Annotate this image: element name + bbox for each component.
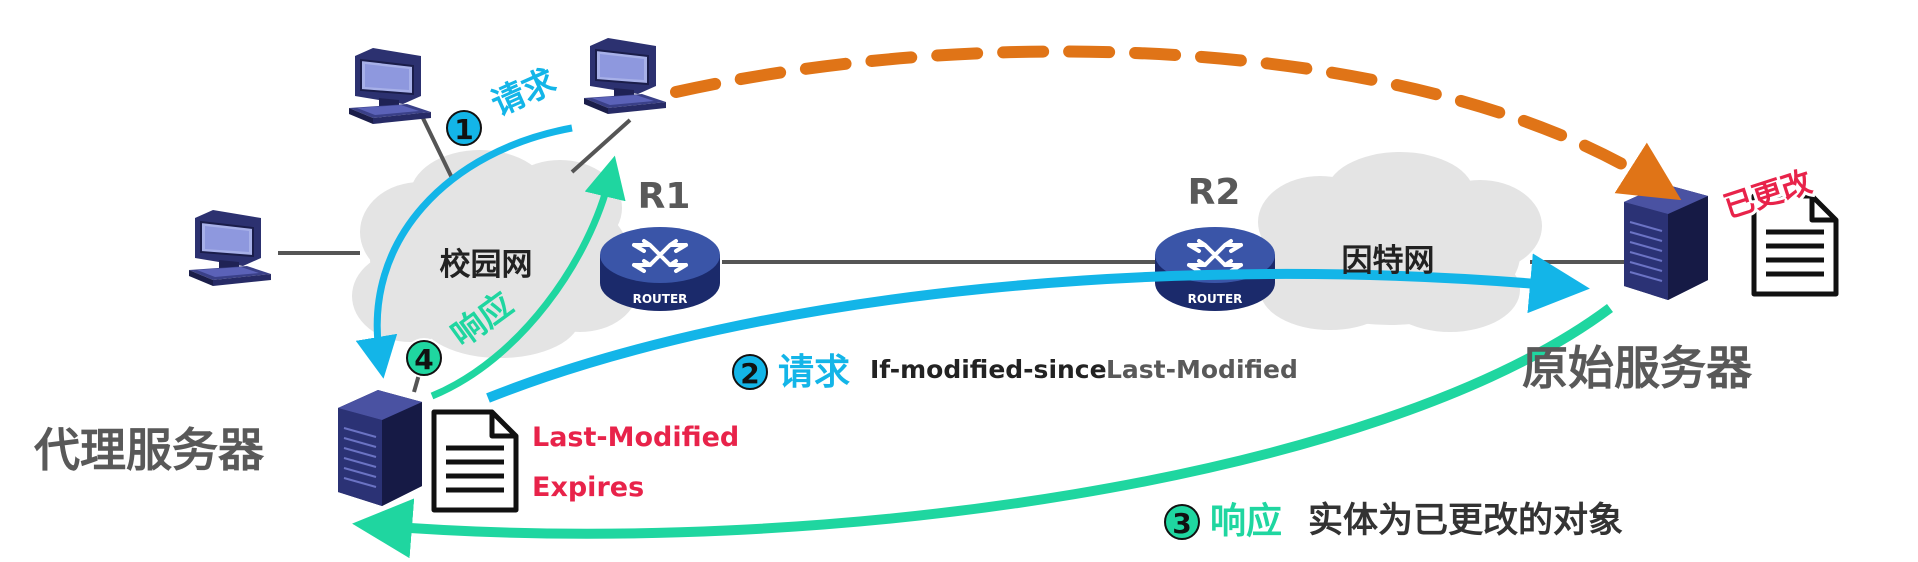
proxy-server-label: 代理服务器: [33, 423, 265, 477]
arrow-step4-response: [430, 155, 626, 400]
step-2: 2 请求 If-modified-since Last-Modified: [729, 351, 1298, 393]
dashed-arrow-to-origin: [670, 45, 1682, 201]
if-modified-since-header: If-modified-since: [870, 355, 1107, 384]
internet-cloud: [1258, 152, 1542, 332]
router-r2: ROUTER: [1153, 225, 1277, 313]
campus-network-label: 校园网: [440, 247, 533, 283]
proxy-server-icon: [337, 389, 423, 507]
step-verb: 请求: [778, 352, 850, 393]
arrow-step2-conditional-request: [486, 253, 1590, 403]
router-r2-label: R2: [1188, 172, 1241, 213]
step-verb: 请求: [485, 61, 561, 123]
desktop-computer-icon: [188, 209, 272, 287]
router-r1: ROUTER: [598, 225, 722, 313]
step-detail: 实体为已更改的对象: [1308, 501, 1623, 541]
origin-server-label: 原始服务器: [1522, 341, 1753, 395]
cached-document-icon: [434, 412, 516, 510]
desktop-computer-icon: [348, 47, 432, 125]
desktop-computer-icon: [583, 37, 667, 115]
step-number: 1: [454, 113, 473, 146]
internet-label: 因特网: [1342, 243, 1435, 279]
origin-server-icon: [1623, 183, 1709, 301]
router-caption: ROUTER: [633, 292, 688, 306]
step-number: 3: [1172, 507, 1191, 540]
router-caption: ROUTER: [1188, 292, 1243, 306]
step-verb: 响应: [1210, 501, 1282, 542]
arrow-step3-response: [352, 303, 1613, 559]
step-3: 3 响应 实体为已更改的对象: [1161, 501, 1623, 543]
doc-expires-label: Expires: [532, 472, 644, 503]
arrow-step1-request: [355, 124, 573, 379]
doc-last-modified-label: Last-Modified: [532, 422, 739, 453]
step-number: 4: [414, 343, 433, 376]
step-number: 2: [740, 357, 759, 390]
campus-network-cloud: [352, 150, 638, 358]
last-modified-value: Last-Modified: [1106, 355, 1298, 384]
router-r1-label: R1: [638, 176, 691, 217]
